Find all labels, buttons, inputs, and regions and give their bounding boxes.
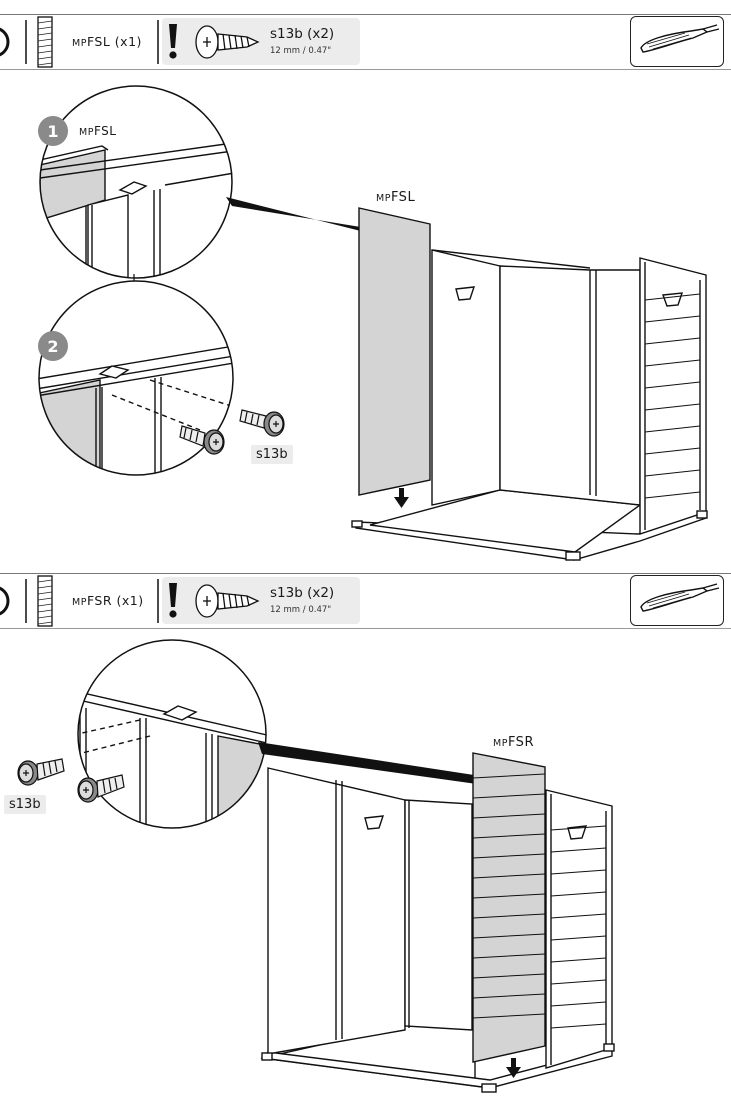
screw-icon <box>195 25 260 59</box>
screw-icon <box>179 425 225 455</box>
screw-spec-box: s13b (x2) 12 mm / 0.47" <box>162 18 360 65</box>
screw-name: s13b (x2) <box>270 585 335 601</box>
screw-icon <box>195 584 260 618</box>
screw-name: s13b (x2) <box>270 26 335 42</box>
detail-circle <box>77 639 520 829</box>
warning-icon <box>169 24 177 59</box>
step-install-fsr: MPFSR (x1) s13b (x2) 12 mm / 0.47" <box>0 568 731 1107</box>
screw-callout: s13b <box>4 795 46 814</box>
step-badge-2 <box>38 331 68 361</box>
header-bottom-rule <box>0 628 731 629</box>
detail-1-label: MPFSL <box>79 124 117 138</box>
header-top-rule <box>0 573 731 574</box>
warning-icon <box>169 583 177 618</box>
vent-icon <box>567 825 588 840</box>
screw-graphics <box>169 583 260 618</box>
step-header: MPFSL (x1) s13b (x2) 12 mm / 0.47" <box>0 14 731 70</box>
panel-fsr <box>472 752 546 1063</box>
screw-size: 12 mm / 0.47" <box>270 605 332 615</box>
header-graphics <box>0 16 159 68</box>
panel-fsl <box>358 207 431 496</box>
vent-icon <box>662 292 684 307</box>
step-number-circle <box>0 586 10 616</box>
step-header: MPFSR (x1) s13b (x2) 12 mm / 0.47" <box>0 573 731 629</box>
step-a-illustration <box>38 85 708 561</box>
screwdriver-icon <box>640 24 720 53</box>
panel-icon <box>37 16 53 68</box>
arrow-down-icon <box>394 488 409 508</box>
step-b-illustration <box>17 639 615 1093</box>
vent-icon <box>364 815 385 830</box>
header-bottom-rule <box>0 69 731 70</box>
screw-size: 12 mm / 0.47" <box>270 46 332 56</box>
step-install-fsl: MPFSL (x1) s13b (x2) 12 mm / 0.47" <box>0 14 731 561</box>
detail-1-number: 1 <box>47 122 59 141</box>
vent-icon <box>455 286 476 301</box>
screwdriver-icon <box>640 583 720 612</box>
screw-spec-box: s13b (x2) 12 mm / 0.47" <box>162 577 360 624</box>
tool-box <box>630 575 724 626</box>
step-badge-1 <box>38 116 68 146</box>
panel-label: MPFSL <box>376 190 416 205</box>
shed-assembly <box>260 767 615 1093</box>
shed-assembly <box>351 249 708 561</box>
header-graphics <box>0 575 159 627</box>
header-top-rule <box>0 14 731 15</box>
panel-icon <box>37 575 53 627</box>
screw-icon <box>77 774 125 803</box>
detail-2-number: 2 <box>47 337 59 356</box>
step-number-circle <box>0 27 10 57</box>
screw-icon <box>239 409 285 437</box>
part-label: MPFSL (x1) <box>72 34 142 49</box>
detail-circle-2 <box>38 280 285 476</box>
screw-callout: s13b <box>251 445 293 464</box>
panel-label: MPFSR <box>493 735 534 750</box>
screw-icon <box>17 758 65 786</box>
arrow-down-icon <box>506 1058 521 1078</box>
part-label: MPFSR (x1) <box>72 593 144 608</box>
screw-graphics <box>169 24 260 59</box>
tool-box <box>630 16 724 67</box>
